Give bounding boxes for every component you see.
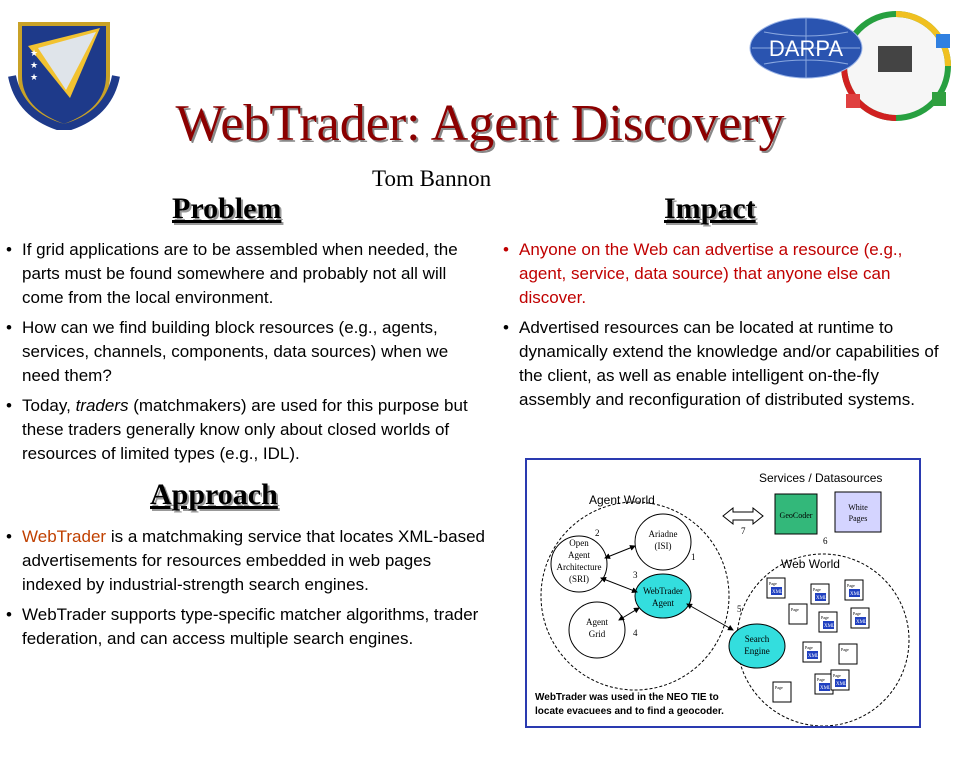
svg-text:GeoCoder: GeoCoder xyxy=(780,511,813,520)
diagram-caption-line-2: locate evacuees and to find a geocoder. xyxy=(535,706,724,717)
traders-emphasis: traders xyxy=(75,396,129,415)
step-5: 5 xyxy=(737,604,742,614)
web-page-label: Page xyxy=(775,685,783,690)
step-4: 4 xyxy=(633,628,638,638)
web-page-label: Page xyxy=(841,647,849,652)
ariadne-node xyxy=(634,513,692,571)
afrl-seal-logo: ★ ★ ★ xyxy=(8,6,120,133)
xml-label: XML xyxy=(824,624,835,629)
web-world-circle xyxy=(736,553,910,727)
approach-bullet-1: WebTrader is a matchmaking service that … xyxy=(6,525,486,597)
problem-bullets: If grid applications are to be assembled… xyxy=(6,238,486,472)
search-engine-node xyxy=(728,623,786,669)
discovery-arrow xyxy=(722,506,764,526)
web-page-icon xyxy=(838,643,858,665)
step-6: 6 xyxy=(823,536,828,546)
agent-grid-node xyxy=(568,601,626,659)
xml-block xyxy=(849,589,860,597)
problem-bullet-2: How can we find building block resources… xyxy=(6,316,486,388)
web-page-label: Page xyxy=(821,615,829,620)
xml-block xyxy=(771,587,782,595)
xml-block xyxy=(823,621,834,629)
step-3: 3 xyxy=(633,570,638,580)
step-1: 1 xyxy=(691,552,696,562)
xml-label: XML xyxy=(856,620,867,625)
web-page-label: Page xyxy=(805,645,813,650)
web-page-icon xyxy=(788,603,808,625)
page-title: WebTrader: Agent Discovery xyxy=(175,95,785,152)
xml-label: XML xyxy=(820,686,831,691)
xml-label: XML xyxy=(850,592,861,597)
web-pages: PageXMLPageXMLPageXMLPagePageXMLPageXMLP… xyxy=(766,577,870,703)
svg-text:★: ★ xyxy=(30,48,38,58)
xml-block xyxy=(819,683,830,691)
approach-bullets: WebTrader is a matchmaking service that … xyxy=(6,525,486,657)
impact-heading: Impact xyxy=(664,192,756,225)
svg-text:Search: Search xyxy=(745,634,770,644)
darpa-logo: DARPA xyxy=(748,6,954,128)
web-world-label: Web World xyxy=(781,557,840,571)
svg-text:Open: Open xyxy=(569,538,589,548)
problem-bullet-3: Today, traders (matchmakers) are used fo… xyxy=(6,394,486,466)
xml-label: XML xyxy=(772,590,783,595)
svg-text:White: White xyxy=(848,503,868,512)
svg-text:Ariadne: Ariadne xyxy=(649,529,678,539)
approach-heading: Approach xyxy=(150,478,278,511)
xml-block xyxy=(835,679,846,687)
agent-world-label: Agent World xyxy=(589,493,655,507)
svg-text:Grid: Grid xyxy=(589,629,606,639)
web-page-label: Page xyxy=(847,583,855,588)
svg-text:(SRI): (SRI) xyxy=(569,574,589,584)
web-page-label: Page xyxy=(813,587,821,592)
xml-label: XML xyxy=(816,596,827,601)
web-page-label: Page xyxy=(769,581,777,586)
darpa-logo-text: DARPA xyxy=(769,36,843,61)
xml-block xyxy=(807,651,818,659)
architecture-diagram: Services / Datasources Agent World Open … xyxy=(525,458,921,728)
impact-bullets: Anyone on the Web can advertise a resour… xyxy=(503,238,953,418)
author-name: Tom Bannon xyxy=(372,166,492,191)
white-pages-service xyxy=(834,491,882,533)
web-page-label: Page xyxy=(817,677,825,682)
xml-block xyxy=(855,617,866,625)
svg-text:Architecture: Architecture xyxy=(557,562,602,572)
webtrader-highlight: WebTrader xyxy=(22,527,107,546)
services-label: Services / Datasources xyxy=(759,471,882,485)
geocoder-service xyxy=(774,493,818,535)
impact-bullet-2: Advertised resources can be located at r… xyxy=(503,316,953,412)
xml-label: XML xyxy=(808,654,819,659)
xml-block xyxy=(815,593,826,601)
svg-text:Engine: Engine xyxy=(744,646,770,656)
step-2: 2 xyxy=(595,528,600,538)
svg-text:★: ★ xyxy=(30,60,38,70)
problem-bullet-1: If grid applications are to be assembled… xyxy=(6,238,486,310)
step-7: 7 xyxy=(741,526,746,536)
diagram-caption-line-1: WebTrader was used in the NEO TIE to xyxy=(535,692,719,703)
svg-text:(ISI): (ISI) xyxy=(655,541,672,551)
web-page-label: Page xyxy=(853,611,861,616)
svg-text:★: ★ xyxy=(30,72,38,82)
impact-bullet-1: Anyone on the Web can advertise a resour… xyxy=(503,238,953,310)
approach-bullet-2: WebTrader supports type-specific matcher… xyxy=(6,603,486,651)
problem-heading: Problem xyxy=(172,192,282,225)
svg-text:Agent: Agent xyxy=(568,550,590,560)
webtrader-agent-node xyxy=(634,573,692,619)
svg-text:Agent: Agent xyxy=(652,598,674,608)
web-page-label: Page xyxy=(791,607,799,612)
svg-text:Pages: Pages xyxy=(849,514,868,523)
web-page-label: Page xyxy=(833,673,841,678)
xml-label: XML xyxy=(836,682,847,687)
svg-text:WebTrader: WebTrader xyxy=(643,586,683,596)
web-page-icon xyxy=(772,681,792,703)
oaa-node xyxy=(550,535,608,593)
agent-world-circle xyxy=(540,501,730,691)
svg-text:Agent: Agent xyxy=(586,617,608,627)
